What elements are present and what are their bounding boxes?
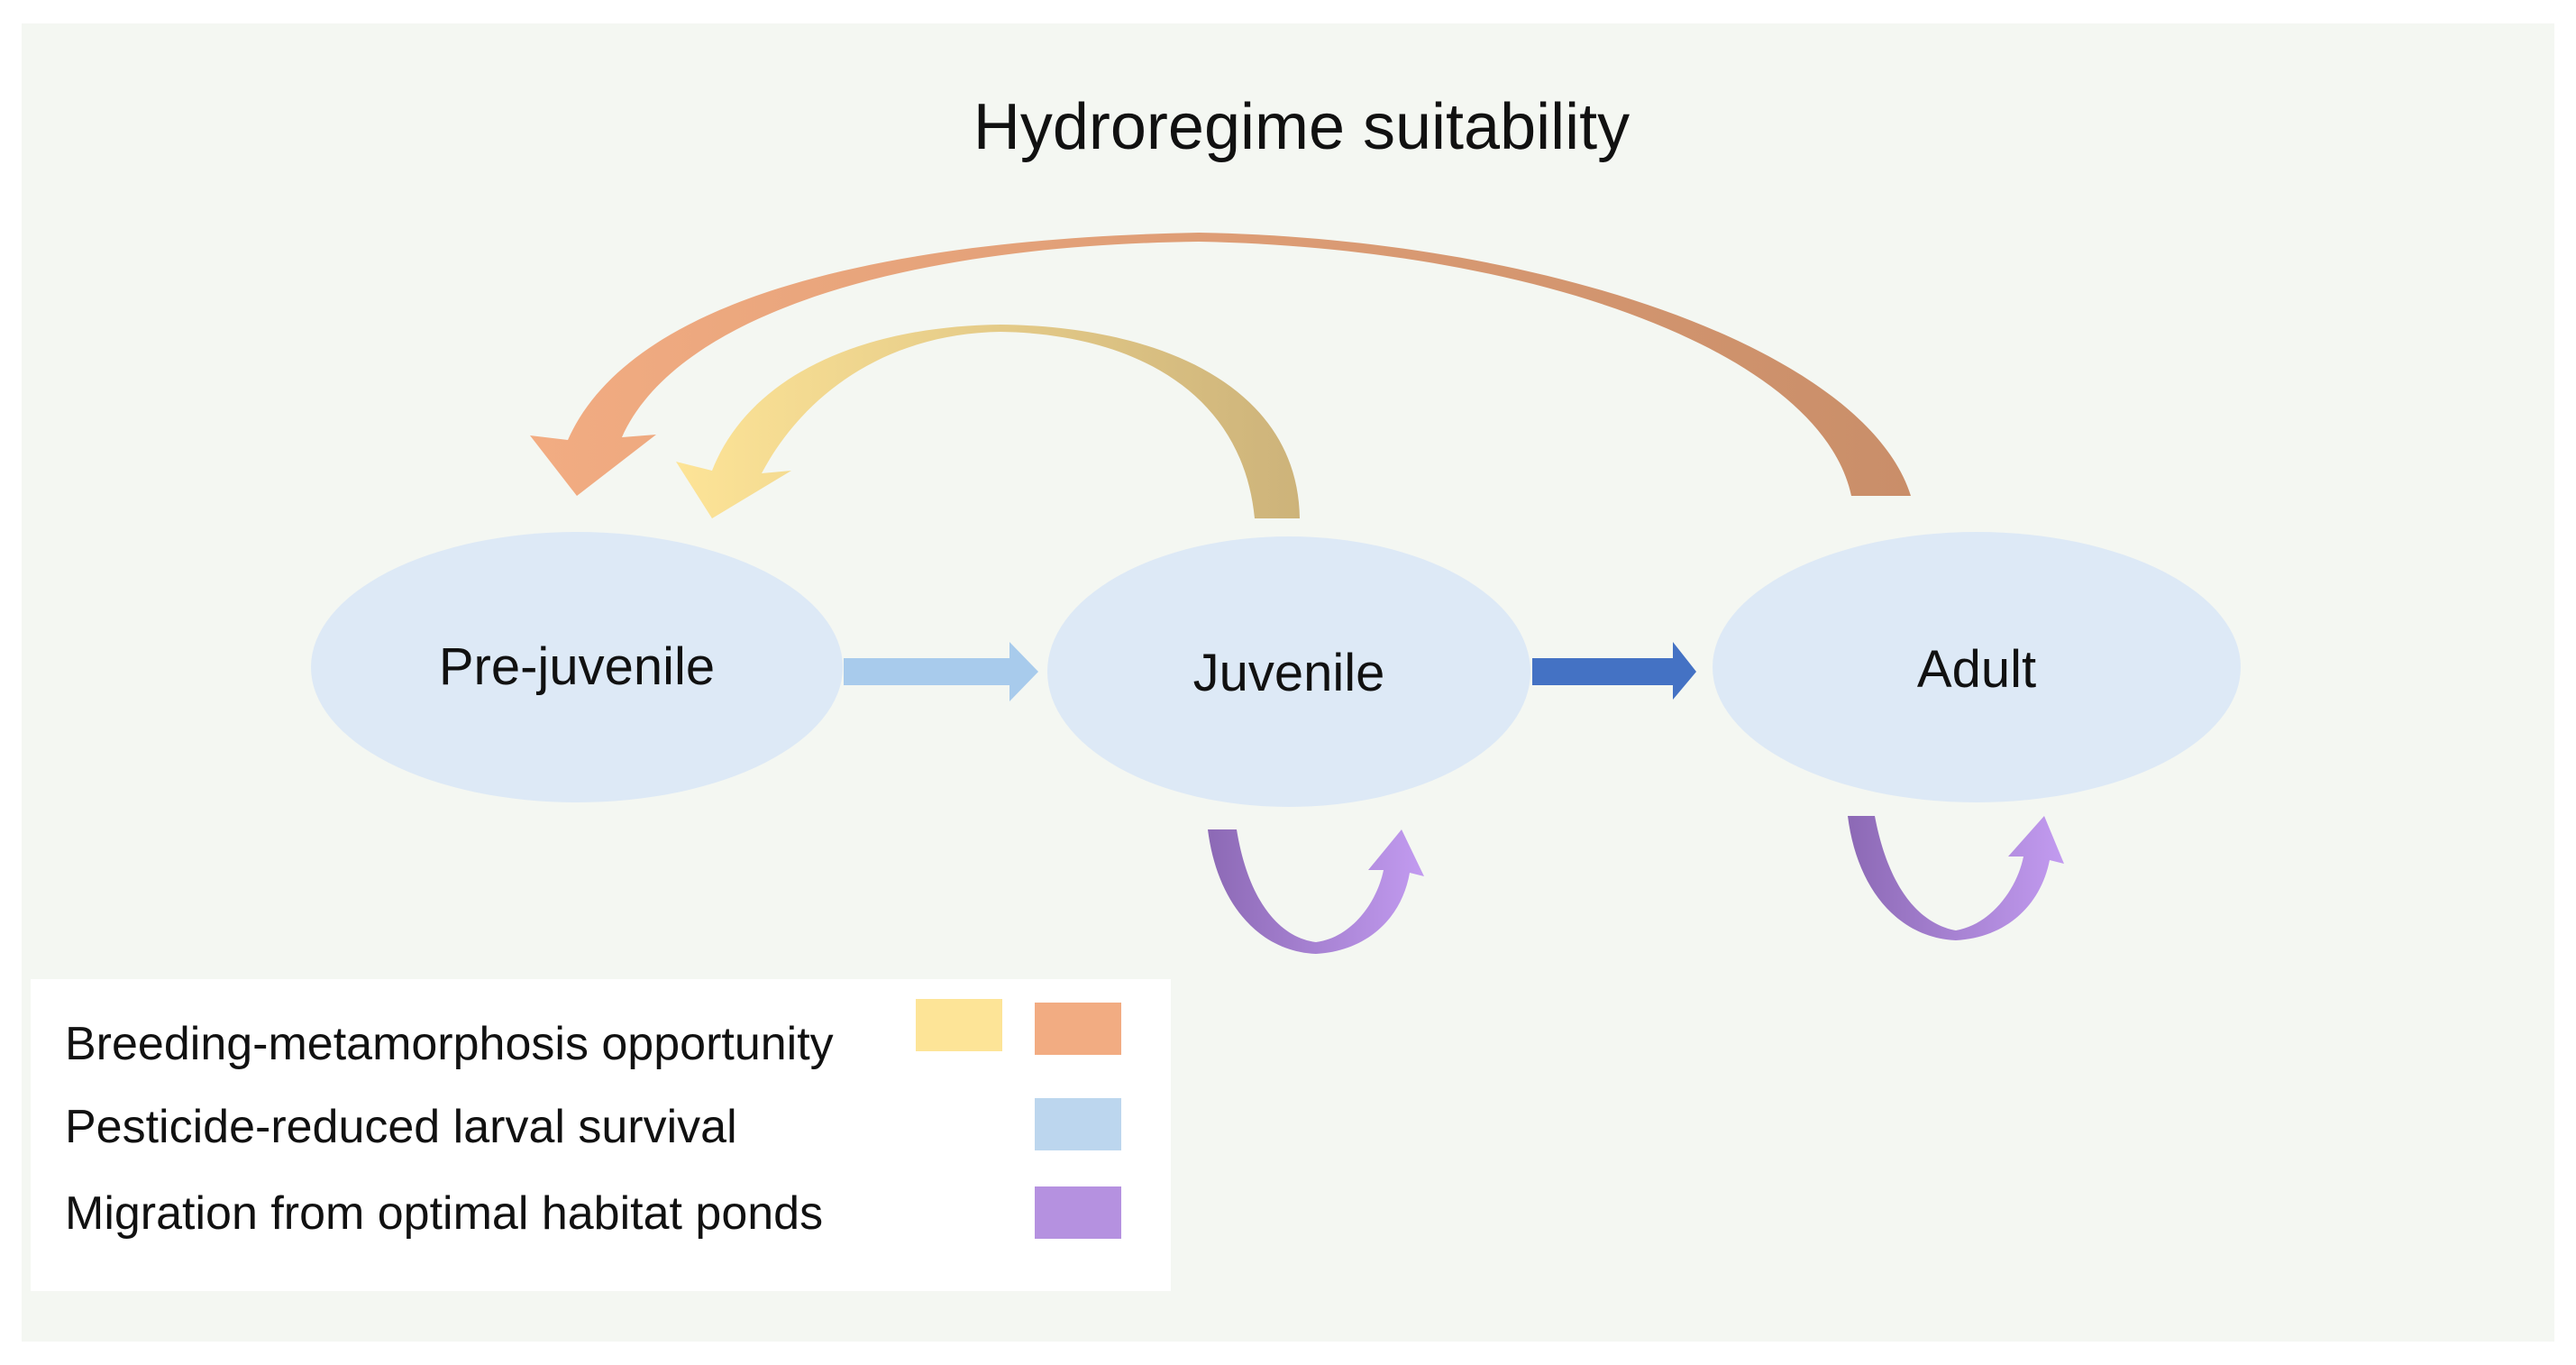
arrow-juvenile-to-adult <box>1532 642 1696 700</box>
legend: Breeding-metamorphosis opportunity Pesti… <box>31 979 1171 1291</box>
legend-swatch-breeding-yellow <box>916 999 1002 1051</box>
node-adult <box>1713 532 2241 802</box>
arrow-juvenile-to-pre-juvenile <box>676 325 1300 518</box>
label-juvenile: Juvenile <box>1192 644 1385 702</box>
self-loop-juvenile <box>1208 829 1424 954</box>
legend-swatch-migration <box>1035 1186 1121 1239</box>
node-juvenile <box>1047 536 1530 807</box>
legend-label-pesticide: Pesticide-reduced larval survival <box>65 1101 737 1153</box>
legend-label-breeding: Breeding-metamorphosis opportunity <box>65 1018 834 1070</box>
label-adult: Adult <box>1916 640 2037 699</box>
label-pre-juvenile: Pre-juvenile <box>438 637 716 696</box>
legend-label-migration: Migration from optimal habitat ponds <box>65 1187 824 1240</box>
self-loop-adult <box>1848 816 2064 940</box>
node-pre-juvenile <box>311 532 843 802</box>
arrow-pre-juvenile-to-juvenile <box>844 642 1038 701</box>
legend-swatch-breeding-orange <box>1035 1003 1121 1055</box>
legend-swatch-pesticide <box>1035 1098 1121 1150</box>
diagram-title: Hydroregime suitability <box>973 91 1631 163</box>
